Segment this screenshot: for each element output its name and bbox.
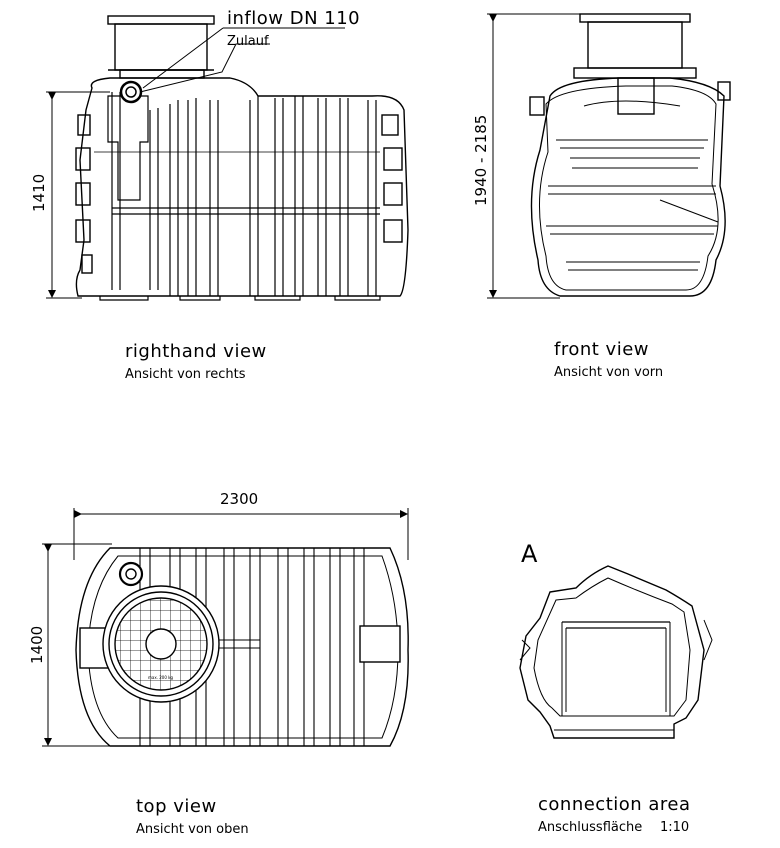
dimension-line-depth-top [42, 543, 112, 747]
inflow-label-de: Zulauf [227, 34, 269, 49]
dimension-width-top: 2300 [220, 490, 259, 508]
dimension-line-height-front [487, 13, 582, 299]
inflow-label: inflow DN 110 [227, 8, 361, 29]
righthand-view-subtitle: Ansicht von rechts [125, 367, 246, 382]
top-view-title: top view [136, 796, 217, 817]
top-view-subtitle: Ansicht von oben [136, 822, 249, 837]
connection-area-subtitle: Anschlussfläche [538, 820, 643, 835]
dimension-line-height-right [46, 91, 110, 299]
connection-area-drawing [519, 565, 713, 739]
top-view-drawing [75, 547, 409, 747]
righthand-view-drawing [75, 15, 409, 301]
connection-area-title: connection area [538, 794, 691, 815]
front-view-subtitle: Ansicht von vorn [554, 365, 664, 380]
detail-marker: A [521, 540, 538, 568]
righthand-view-title: righthand view [125, 341, 267, 362]
front-view-drawing [529, 13, 731, 297]
dimension-line-width-top [73, 508, 409, 560]
connection-area-scale: 1:10 [660, 820, 690, 835]
dimension-height-right: 1410 [30, 173, 48, 212]
dimension-depth-top: 1400 [28, 625, 46, 664]
dimension-height-front: 1940 - 2185 [472, 114, 490, 206]
cover-stamp: max. 200 kg [148, 675, 174, 680]
front-view-title: front view [554, 339, 649, 360]
